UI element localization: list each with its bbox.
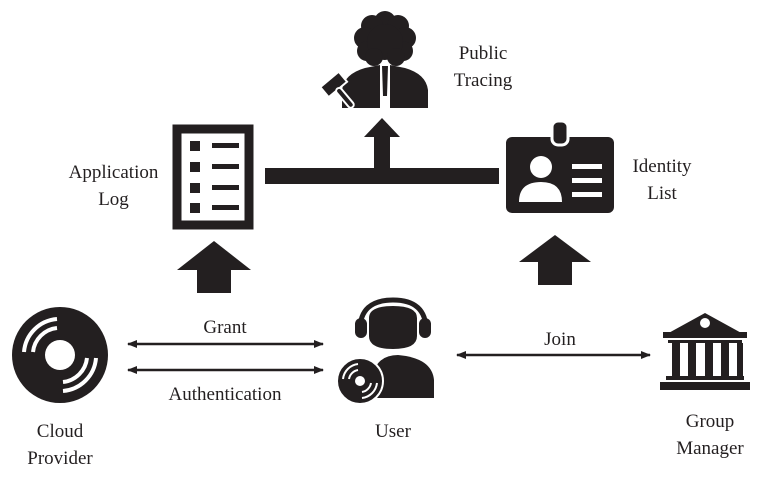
- public-tracing-label: Public Tracing: [438, 40, 528, 94]
- group-manager-label-line1: Group: [685, 411, 735, 432]
- cloud-provider-label: Cloud Provider: [10, 418, 110, 472]
- application-log-label-line1: Application: [68, 162, 159, 183]
- public-tracing-label-line2: Tracing: [453, 70, 513, 91]
- user-headset-icon: [336, 297, 434, 405]
- group-manager-label-line2: Manager: [676, 438, 744, 459]
- public-tracing-label-line1: Public: [458, 43, 508, 64]
- arrow-to-public-tracing: [364, 118, 400, 171]
- identity-list-label-line2: List: [647, 183, 677, 204]
- cloud-disc-icon: [12, 307, 108, 403]
- cloud-provider-label-line1: Cloud: [36, 421, 84, 442]
- join-label: Join: [544, 329, 576, 350]
- group-manager-label: Group Manager: [660, 408, 760, 462]
- grant-label: Grant: [203, 317, 247, 338]
- user-label-line1: User: [375, 421, 411, 442]
- application-log-label-line2: Log: [98, 189, 129, 210]
- document-list-icon: [172, 124, 254, 230]
- identity-list-label-line1: Identity: [632, 156, 692, 177]
- identity-list-label: Identity List: [622, 153, 702, 207]
- id-badge-icon: [506, 119, 614, 213]
- user-label: User: [353, 418, 433, 445]
- bank-building-icon: [660, 313, 750, 390]
- arrow-to-identity-list: [519, 235, 591, 285]
- application-log-label: Application Log: [55, 159, 172, 213]
- cloud-provider-label-line2: Provider: [27, 448, 93, 469]
- arrow-to-application-log: [177, 241, 251, 293]
- authentication-label: Authentication: [168, 384, 282, 405]
- judge-icon: [318, 11, 428, 109]
- connector-bar: [265, 168, 499, 184]
